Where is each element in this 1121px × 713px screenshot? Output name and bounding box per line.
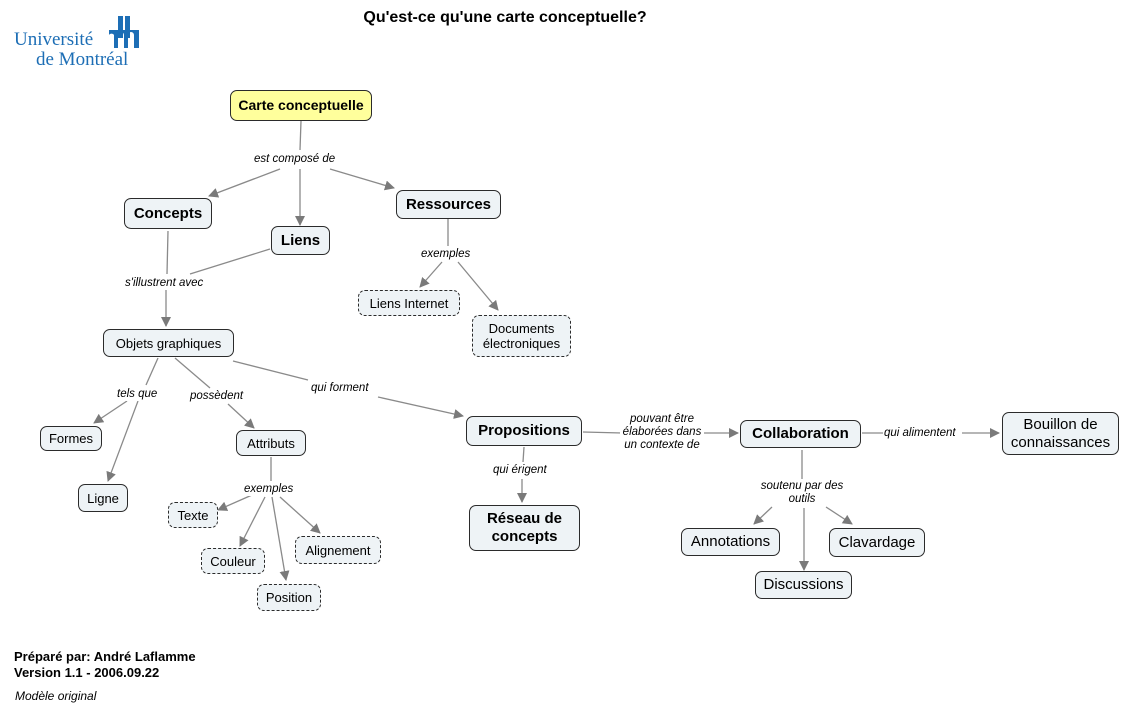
- link-sillustrent-avec: s'illustrent avec: [125, 277, 204, 290]
- node-concepts[interactable]: Concepts: [124, 198, 212, 229]
- node-propositions[interactable]: Propositions: [466, 416, 582, 446]
- logo-line-1: Université: [14, 29, 94, 50]
- logo-line-2: de Montréal: [36, 49, 129, 70]
- node-liens-internet[interactable]: Liens Internet: [358, 290, 460, 316]
- node-alignement[interactable]: Alignement: [295, 536, 381, 564]
- link-qui-forment: qui forment: [311, 382, 369, 395]
- university-logo: Université de Montréal: [14, 14, 144, 70]
- link-qui-erigent: qui érigent: [493, 464, 547, 477]
- node-couleur[interactable]: Couleur: [201, 548, 265, 574]
- footer-modele-original: Modèle original: [15, 689, 97, 703]
- node-bouillon-de-connaissances[interactable]: Bouillon de connaissances: [1002, 412, 1119, 455]
- node-clavardage[interactable]: Clavardage: [829, 528, 925, 557]
- node-reseau-de-concepts[interactable]: Réseau de concepts: [469, 505, 580, 551]
- logo-wordmark: Université de Montréal: [14, 30, 128, 70]
- node-ressources[interactable]: Ressources: [396, 190, 501, 219]
- node-attributs[interactable]: Attributs: [236, 430, 306, 456]
- node-discussions[interactable]: Discussions: [755, 571, 852, 599]
- node-annotations[interactable]: Annotations: [681, 528, 780, 556]
- link-qui-alimentent: qui alimentent: [884, 427, 956, 440]
- node-documents-electroniques[interactable]: Documents électroniques: [472, 315, 571, 357]
- node-texte[interactable]: Texte: [168, 502, 218, 528]
- node-liens[interactable]: Liens: [271, 226, 330, 255]
- node-formes[interactable]: Formes: [40, 426, 102, 451]
- node-position[interactable]: Position: [257, 584, 321, 611]
- footer-prepare-par: Préparé par: André Laflamme: [14, 649, 196, 664]
- link-possedent: possèdent: [190, 390, 244, 403]
- node-carte-conceptuelle[interactable]: Carte conceptuelle: [230, 90, 372, 121]
- link-exemples-attributs: exemples: [244, 483, 294, 496]
- logo-emblem-icon: [109, 16, 139, 48]
- footer-version: Version 1.1 - 2006.09.22: [14, 665, 160, 680]
- link-est-compose-de: est composé de: [254, 153, 336, 166]
- link-soutenu-par-des-outils: soutenu par des outils: [758, 480, 846, 506]
- node-ligne[interactable]: Ligne: [78, 484, 128, 512]
- node-collaboration[interactable]: Collaboration: [740, 420, 861, 448]
- link-pouvant-etre-elaborees: pouvant être élaborées dans un contexte …: [620, 413, 704, 452]
- page-title: Qu'est-ce qu'une carte conceptuelle?: [363, 9, 647, 26]
- node-objets-graphiques[interactable]: Objets graphiques: [103, 329, 234, 357]
- link-tels-que: tels que: [117, 388, 158, 401]
- link-exemples-ressources: exemples: [421, 248, 471, 261]
